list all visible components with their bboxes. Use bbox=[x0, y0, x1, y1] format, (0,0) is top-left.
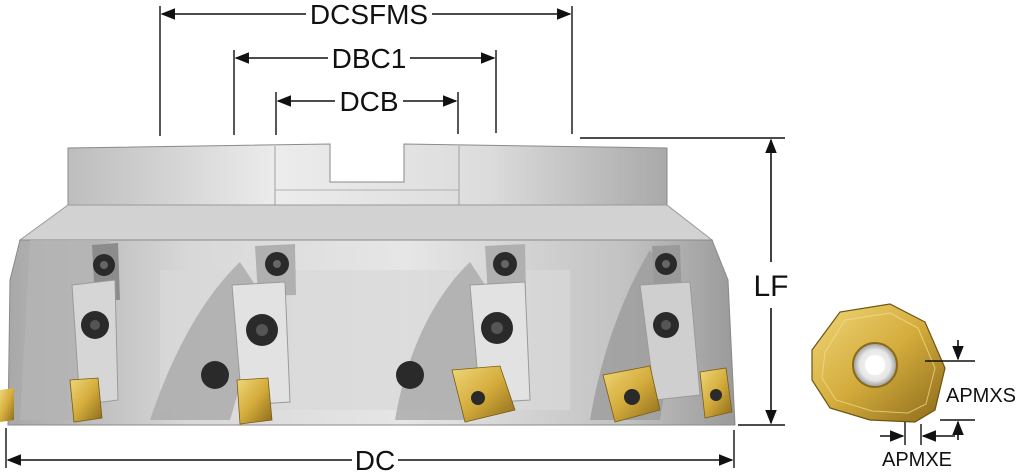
label-dbc1: DBC1 bbox=[332, 43, 407, 74]
label-dc: DC bbox=[355, 445, 395, 472]
label-apmxe: APMXE bbox=[882, 449, 952, 471]
label-lf: LF bbox=[753, 270, 788, 303]
label-dcsfms: DCSFMS bbox=[310, 0, 428, 30]
insert-detail-view bbox=[811, 303, 946, 423]
label-apmxs: APMXS bbox=[946, 385, 1016, 407]
label-dcb: DCB bbox=[339, 86, 398, 117]
cutting-insert bbox=[0, 365, 733, 425]
dimension-lines bbox=[5, 6, 975, 468]
